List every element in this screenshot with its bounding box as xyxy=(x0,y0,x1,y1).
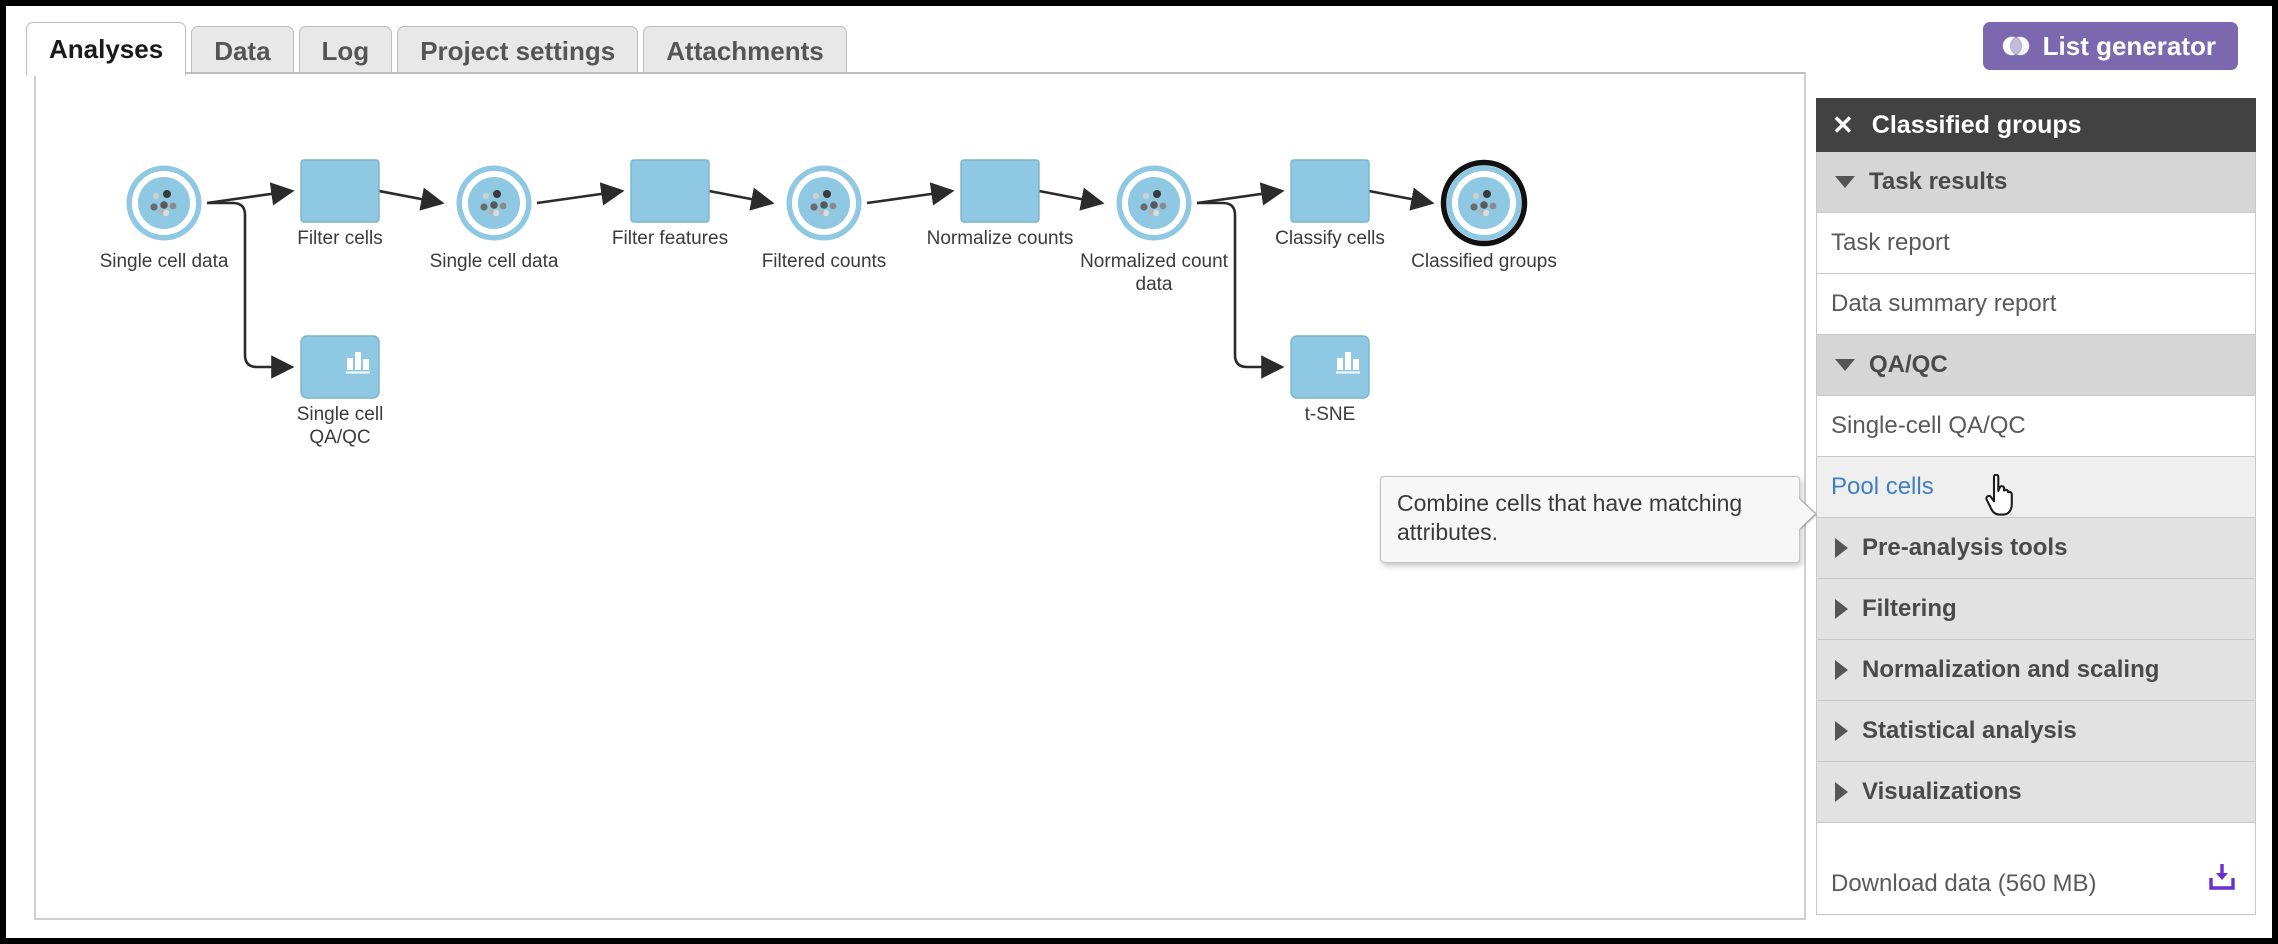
tab-label: Data xyxy=(214,35,271,66)
workflow-edge xyxy=(207,201,295,379)
chevron-right-icon xyxy=(1835,782,1848,802)
tab-bar: Analyses Data Log Project settings Attachmen… xyxy=(26,20,852,76)
panel-section-label: QA/QC xyxy=(1869,351,1948,378)
panel-item-data-summary-report[interactable]: Data summary report xyxy=(1816,274,2256,335)
panel-section-label: Pre-analysis tools xyxy=(1862,534,2068,561)
workflow-node-n9[interactable] xyxy=(1440,159,1528,247)
tab-project-settings[interactable]: Project settings xyxy=(397,26,639,76)
workflow-node-n3[interactable] xyxy=(456,165,532,241)
tooltip-text: Combine cells that have matching attribu… xyxy=(1397,490,1743,546)
venn-icon xyxy=(2001,33,2031,59)
list-generator-label: List generator xyxy=(2042,30,2216,61)
panel-section-label: Normalization and scaling xyxy=(1862,656,2160,683)
tooltip: Combine cells that have matching attribu… xyxy=(1380,476,1817,563)
panel-section-visualizations[interactable]: Visualizations xyxy=(1816,762,2256,823)
workflow-node-n10[interactable] xyxy=(300,335,380,399)
panel-section-pre-analysis-tools[interactable]: Pre-analysis tools xyxy=(1816,518,2256,579)
workflow-edge xyxy=(1197,201,1285,379)
panel-item-label: Pool cells xyxy=(1831,473,1934,500)
download-data-row[interactable]: Download data (560 MB) xyxy=(1816,823,2256,915)
panel-section-normalization-and-scaling[interactable]: Normalization and scaling xyxy=(1816,640,2256,701)
workflow-node-n7[interactable] xyxy=(1116,165,1192,241)
workflow-node-n2[interactable] xyxy=(300,159,380,223)
tab-label: Project settings xyxy=(420,35,616,66)
chevron-down-icon xyxy=(1835,359,1855,371)
workflow-node-n6[interactable] xyxy=(960,159,1040,223)
workflow-node-n8[interactable] xyxy=(1290,159,1370,223)
workflow-edge xyxy=(536,182,625,206)
chevron-right-icon xyxy=(1835,721,1848,741)
workflow-graph xyxy=(126,159,1528,399)
close-icon[interactable]: ✕ xyxy=(1832,110,1854,140)
panel-section-label: Filtering xyxy=(1862,595,1957,622)
panel-header: ✕ Classified groups xyxy=(1816,98,2256,152)
chevron-right-icon xyxy=(1835,599,1848,619)
workflow-edge xyxy=(708,187,775,211)
workflow-node-n11[interactable] xyxy=(1290,335,1370,399)
list-generator-button[interactable]: List generator xyxy=(1982,22,2238,70)
tab-analyses[interactable]: Analyses xyxy=(26,22,187,76)
workflow-node-n1[interactable] xyxy=(126,165,202,241)
workflow-edge xyxy=(866,182,955,206)
panel-section-task-results[interactable]: Task results xyxy=(1816,152,2256,213)
workflow-edge xyxy=(1196,182,1285,206)
panel-item-single-cell-qa-qc[interactable]: Single-cell QA/QC xyxy=(1816,396,2256,457)
tab-label: Log xyxy=(321,35,370,66)
tab-label: Attachments xyxy=(666,35,824,66)
chevron-right-icon xyxy=(1835,660,1848,680)
panel-section-label: Task results xyxy=(1869,168,2008,195)
panel-item-label: Single-cell QA/QC xyxy=(1831,412,2026,439)
chevron-right-icon xyxy=(1835,538,1848,558)
download-label: Download data (560 MB) xyxy=(1831,870,2097,897)
panel-section-filtering[interactable]: Filtering xyxy=(1816,579,2256,640)
download-icon[interactable] xyxy=(2207,861,2237,898)
workflow-node-n4[interactable] xyxy=(630,159,710,223)
panel-section-qa-qc[interactable]: QA/QC xyxy=(1816,335,2256,396)
tab-data[interactable]: Data xyxy=(191,26,294,76)
workflow-edge xyxy=(378,187,445,211)
workflow-edge xyxy=(1368,187,1435,211)
workflow-node-n5[interactable] xyxy=(786,165,862,241)
workflow-edge xyxy=(206,182,295,206)
tooltip-arrow xyxy=(1799,499,1815,529)
panel-item-pool-cells[interactable]: Pool cells xyxy=(1816,457,2256,518)
panel-item-task-report[interactable]: Task report xyxy=(1816,213,2256,274)
tab-attachments[interactable]: Attachments xyxy=(643,26,847,76)
tab-log[interactable]: Log xyxy=(298,26,393,76)
panel-title: Classified groups xyxy=(1871,110,2082,139)
panel-section-label: Visualizations xyxy=(1862,778,2022,805)
panel-section-statistical-analysis[interactable]: Statistical analysis xyxy=(1816,701,2256,762)
panel-section-label: Statistical analysis xyxy=(1862,717,2077,744)
panel-item-label: Task report xyxy=(1831,229,1950,256)
panel-item-label: Data summary report xyxy=(1831,290,2057,317)
workflow-edge xyxy=(1038,187,1105,211)
chevron-down-icon xyxy=(1835,176,1855,188)
tab-label: Analyses xyxy=(49,33,164,64)
